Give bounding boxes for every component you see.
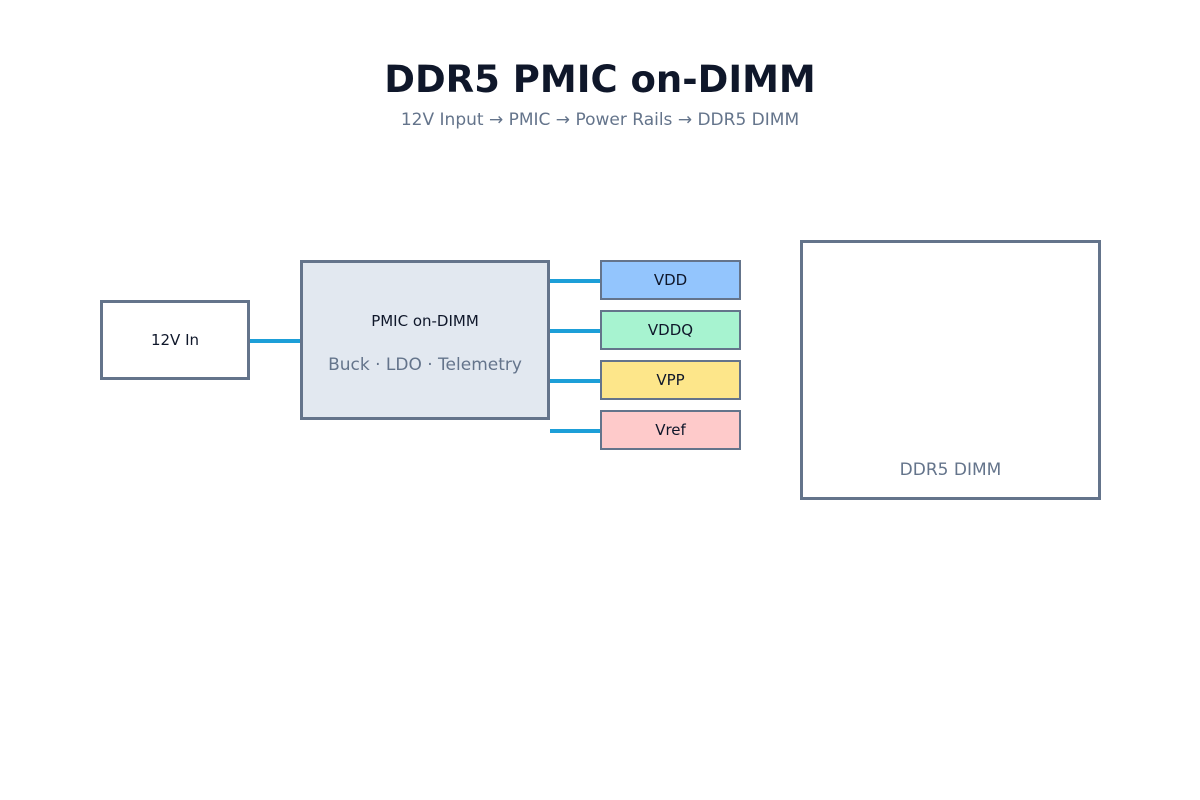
- diagram-subtitle: 12V Input → PMIC → Power Rails → DDR5 DI…: [400, 110, 800, 130]
- rail-vdd-label: VDD: [653, 271, 688, 289]
- input-12v-block: 12V In: [100, 300, 250, 380]
- ddr5-dimm-label: DDR5 DIMM: [899, 460, 1002, 480]
- rail-vref-label: Vref: [655, 421, 686, 439]
- rail-vpp-label: VPP: [656, 371, 685, 389]
- input-to-pmic-connector: [250, 339, 300, 343]
- rail-vref: Vref: [600, 410, 741, 450]
- pmic-name-label: PMIC on-DIMM: [371, 312, 479, 330]
- rail-vddq: VDDQ: [600, 310, 741, 350]
- pmic-to-vref-connector: [550, 429, 600, 433]
- pmic-to-vdd-connector: [550, 279, 600, 283]
- ddr5-dimm-block: DDR5 DIMM: [800, 240, 1101, 500]
- diagram-title: DDR5 PMIC on-DIMM: [384, 58, 816, 101]
- pmic-functions-label: Buck · LDO · Telemetry: [328, 355, 522, 375]
- rail-vddq-label: VDDQ: [647, 321, 694, 339]
- rail-vdd: VDD: [600, 260, 741, 300]
- rail-vpp: VPP: [600, 360, 741, 400]
- pmic-to-vddq-connector: [550, 329, 600, 333]
- pmic-block: PMIC on-DIMM Buck · LDO · Telemetry: [300, 260, 550, 420]
- input-12v-label: 12V In: [150, 331, 200, 349]
- pmic-to-vpp-connector: [550, 379, 600, 383]
